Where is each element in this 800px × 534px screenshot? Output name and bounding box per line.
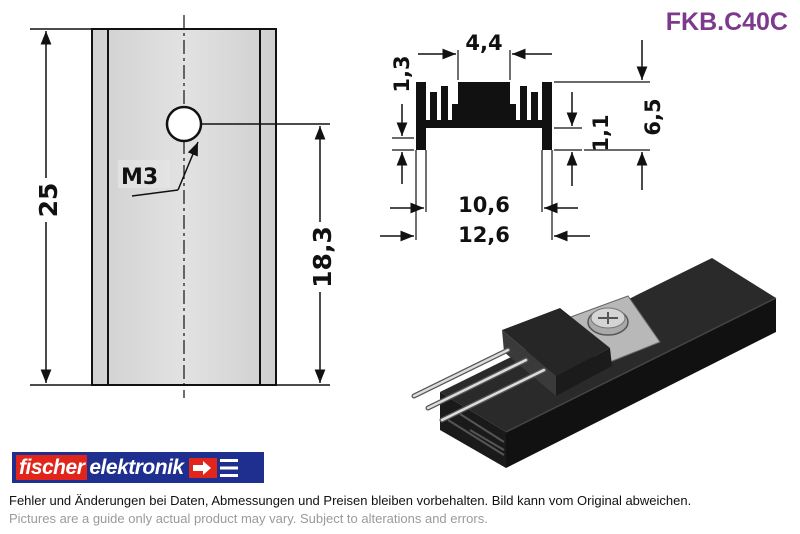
transistor-leads [411, 347, 547, 423]
profile-view: 4,4 1,3 1,1 6,5 10,6 12,6 [380, 31, 665, 247]
base-thickness-label: 1,1 [589, 114, 613, 151]
front-view: 25 18,3 M3 [30, 15, 337, 398]
disclaimer-german: Fehler und Änderungen bei Daten, Abmessu… [9, 493, 692, 508]
thread-leader [131, 189, 179, 197]
heatsink-plate [91, 28, 277, 386]
outer-width-label: 12,6 [458, 223, 510, 247]
heatsink-profile [416, 82, 552, 150]
disclaimer-english: Pictures are a guide only actual product… [9, 511, 488, 526]
brand-logo: fischer elektronik [12, 452, 264, 483]
logo-fischer-text: fischer [16, 455, 88, 480]
top-width-label: 4,4 [465, 31, 502, 55]
transistor-body [502, 308, 610, 376]
transistor-front [502, 330, 556, 396]
fin-gap-label: 1,3 [390, 55, 414, 92]
arrow-logo-icon [188, 457, 238, 478]
inner-width-label: 10,6 [458, 193, 510, 217]
product-illustration [411, 258, 777, 468]
part-code: FKB.C40C [665, 8, 788, 36]
heatsink-fins [447, 413, 505, 456]
total-height-label: 6,5 [641, 98, 665, 135]
hole-height-label: 18,3 [308, 226, 337, 288]
thread-label: M3 [121, 165, 158, 190]
heatsink-front-face [506, 298, 776, 468]
logo-elektronik-text: elektronik [89, 456, 184, 479]
height-label: 25 [34, 183, 63, 218]
mounting-hole [165, 105, 203, 143]
